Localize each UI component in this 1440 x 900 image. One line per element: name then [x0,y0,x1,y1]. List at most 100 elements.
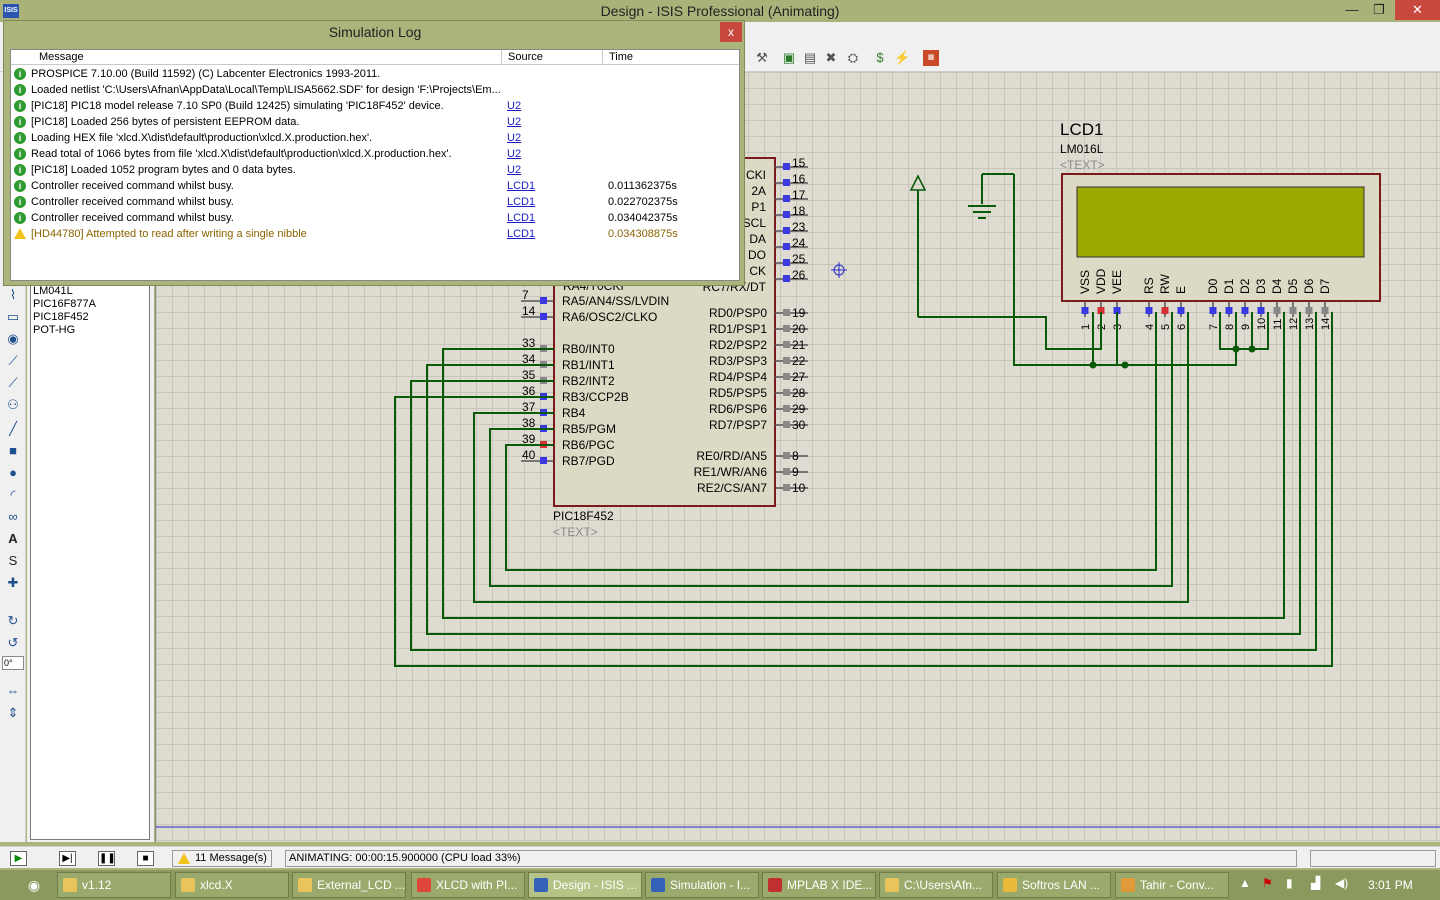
check-icon[interactable]: ⚡ [894,50,911,65]
netlist-icon[interactable]: ▣ [782,50,796,65]
message-count[interactable]: 11 Message(s) [172,850,272,867]
pin-number: 26 [792,268,806,282]
log-row[interactable]: i[PIC18] Loaded 1052 program bytes and 0… [11,162,739,178]
log-row[interactable]: i[PIC18] PIC18 model release 7.10 SP0 (B… [11,98,739,114]
wires [394,174,1333,667]
box-icon[interactable]: ■ [9,443,17,458]
pin-label: 2A [751,184,766,198]
ground-terminal-icon[interactable] [968,173,1014,219]
bill-icon[interactable]: $ [876,50,884,65]
rotate-cw-icon[interactable]: ↻ [7,613,19,628]
arc-icon[interactable]: ◜ [10,487,16,502]
taskbar-item[interactable]: Softros LAN ... [997,872,1111,898]
lcd-pin-label: D7 [1318,278,1332,294]
header-message[interactable]: Message [39,51,84,63]
circle-icon[interactable]: ● [9,465,17,480]
pin-state-marker [1241,307,1249,314]
text-icon[interactable]: A [8,531,18,546]
play-button[interactable]: ▶ [10,851,27,866]
power-terminal-icon[interactable] [909,174,927,317]
pause-button[interactable]: ❚❚ [98,851,116,866]
device-item[interactable]: POT-HG [33,324,76,336]
rotate-ccw-icon[interactable]: ↺ [7,635,19,650]
rotation-input[interactable]: 0° [2,656,24,670]
log-source-link[interactable]: U2 [507,116,522,128]
current-probe-icon[interactable]: ⟋ [8,375,18,390]
clock[interactable]: 3:01 PM [1368,878,1413,892]
delete-sheet-icon[interactable]: ✖ [825,50,837,65]
lcd-pin-label: D3 [1254,278,1268,294]
voltage-probe-icon[interactable]: ⟋ [8,353,18,368]
log-source-link[interactable]: U2 [507,132,522,144]
lcd-pin-number: 7 [1208,324,1220,330]
log-source-link[interactable]: U2 [507,100,522,112]
pin-state-marker [783,357,790,364]
taskbar-item[interactable]: External_LCD ... [292,872,406,898]
step-button[interactable]: ▶| [59,851,76,866]
mirror-x-icon[interactable]: ⇔ [6,683,20,698]
taskbar-item[interactable]: C:\Users\Afn... [879,872,993,898]
log-source-link[interactable]: LCD1 [507,212,536,224]
marker-icon[interactable]: ✚ [7,575,19,590]
log-source-link[interactable]: LCD1 [507,196,536,208]
lcd-pin-number: 8 [1224,324,1236,330]
tray-chevron-icon[interactable]: ▲ [1239,876,1251,890]
taskbar-item[interactable]: xlcd.X [175,872,289,898]
page-icon[interactable]: ▤ [803,50,817,65]
symbol-icon[interactable]: S [8,553,18,568]
graph-icon[interactable]: ⌇ [9,287,17,302]
simulation-log-close-button[interactable]: x [720,22,742,42]
ares-icon[interactable]: ▦ [923,50,939,66]
taskbar-item[interactable]: Design - ISIS ... [528,872,642,898]
path-icon[interactable]: ∞ [8,509,18,524]
header-source[interactable]: Source [508,51,543,63]
pin-state-marker [783,373,790,380]
log-time: 0.034042375s [608,212,678,224]
device-list[interactable]: LM041L PIC16F877A PIC18F452 POT-HG [30,284,150,840]
taskbar-item[interactable]: XLCD with PI... [411,872,525,898]
isis-logo-icon[interactable]: ISIS [3,4,19,18]
log-row[interactable]: i[PIC18] Loaded 256 bytes of persistent … [11,114,739,130]
tape-icon[interactable]: ▭ [6,309,20,324]
instrument-icon[interactable]: ⚇ [7,397,19,412]
log-source-link[interactable]: U2 [507,148,522,160]
minimize-button[interactable]: — [1345,2,1359,17]
taskbar-item[interactable]: MPLAB X IDE... [762,872,876,898]
tray-flag-icon[interactable]: ⚑ [1262,876,1273,890]
log-source-link[interactable]: LCD1 [507,228,536,240]
battery-icon[interactable]: ▮ [1286,876,1293,890]
wire-junctions [1089,345,1256,369]
pin-number: 20 [792,322,806,336]
start-icon[interactable]: ◉ [27,877,41,893]
lcd-pin-label: D0 [1206,278,1220,294]
generator-icon[interactable]: ◉ [7,331,19,346]
device-item[interactable]: PIC16F877A [33,298,96,310]
header-time[interactable]: Time [609,51,634,63]
log-source-link[interactable]: LCD1 [507,180,536,192]
tools-icon[interactable]: ⚒ [756,50,768,65]
close-button[interactable]: ✕ [1395,0,1440,20]
log-source-link[interactable]: U2 [507,164,522,176]
mirror-y-icon[interactable]: ⇕ [7,705,19,720]
taskbar-item[interactable]: Simulation - I... [645,872,759,898]
log-row[interactable]: [HD44780] Attempted to read after writin… [11,226,739,242]
stop-button[interactable]: ■ [137,851,154,866]
network-icon[interactable]: ▟ [1311,876,1321,890]
device-item[interactable]: PIC18F452 [33,311,89,323]
line-icon[interactable]: ╱ [9,421,17,436]
bom-icon[interactable]: ⛭ [847,50,859,65]
taskbar-item[interactable]: Tahir - Conv... [1115,872,1229,898]
taskbar-item[interactable]: v1.12 [57,872,171,898]
volume-icon[interactable]: ◀) [1335,876,1349,890]
device-item[interactable]: LM041L [33,285,73,297]
maximize-button[interactable]: ❐ [1373,2,1385,17]
